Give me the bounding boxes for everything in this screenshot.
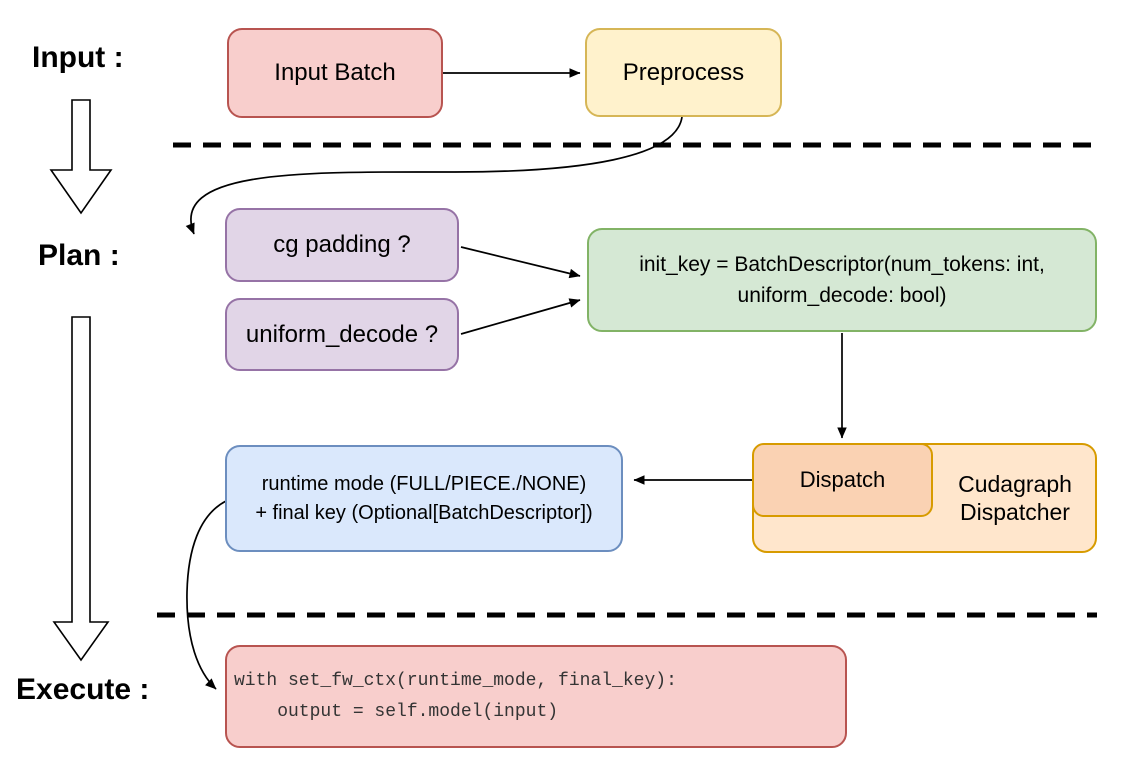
stage-label-execute: Execute : xyxy=(16,673,150,706)
cudagraph-dispatcher-title: Cudagraph Dispatcher xyxy=(933,443,1097,553)
arrow-cg-padding-to-init-key xyxy=(460,246,581,279)
init-key-line2: uniform_decode: bool) xyxy=(737,284,947,307)
cg-padding-box: cg padding ? xyxy=(225,208,459,282)
input-batch-label: Input Batch xyxy=(274,59,396,87)
uniform-decode-box: uniform_decode ? xyxy=(225,298,459,371)
execute-code-line2: output = self.model(input) xyxy=(234,701,559,722)
runtime-mode-box: runtime mode (FULL/PIECE./NONE) + final … xyxy=(225,445,623,552)
hollow-arrow-plan-to-execute-icon xyxy=(52,316,110,662)
runtime-mode-line2: + final key (Optional[BatchDescriptor]) xyxy=(255,501,593,524)
runtime-mode-line1: runtime mode (FULL/PIECE./NONE) xyxy=(261,472,587,495)
cudagraph-dispatcher-line2: Dispatcher xyxy=(960,499,1070,525)
arrow-uniform-decode-to-init-key xyxy=(460,298,581,335)
stage-label-plan: Plan : xyxy=(38,239,120,272)
arrow-runtime-mode-to-execute-code xyxy=(186,500,227,690)
hollow-arrow-input-to-plan-icon xyxy=(49,99,113,215)
execute-code-box: with set_fw_ctx(runtime_mode, final_key)… xyxy=(225,645,847,748)
execute-code-line1: with set_fw_ctx(runtime_mode, final_key)… xyxy=(234,670,677,691)
dispatch-box: Dispatch xyxy=(752,443,933,517)
init-key-line1: init_key = BatchDescriptor(num_tokens: i… xyxy=(639,253,1045,276)
uniform-decode-label: uniform_decode ? xyxy=(245,320,439,348)
input-batch-box: Input Batch xyxy=(227,28,443,118)
preprocess-box: Preprocess xyxy=(585,28,782,117)
cudagraph-dispatcher-line1: Cudagraph xyxy=(958,471,1072,497)
cg-padding-label: cg padding ? xyxy=(273,231,411,259)
dispatch-label: Dispatch xyxy=(799,466,886,492)
preprocess-label: Preprocess xyxy=(622,58,745,86)
init-key-box: init_key = BatchDescriptor(num_tokens: i… xyxy=(587,228,1097,332)
stage-label-input: Input : xyxy=(32,41,124,74)
